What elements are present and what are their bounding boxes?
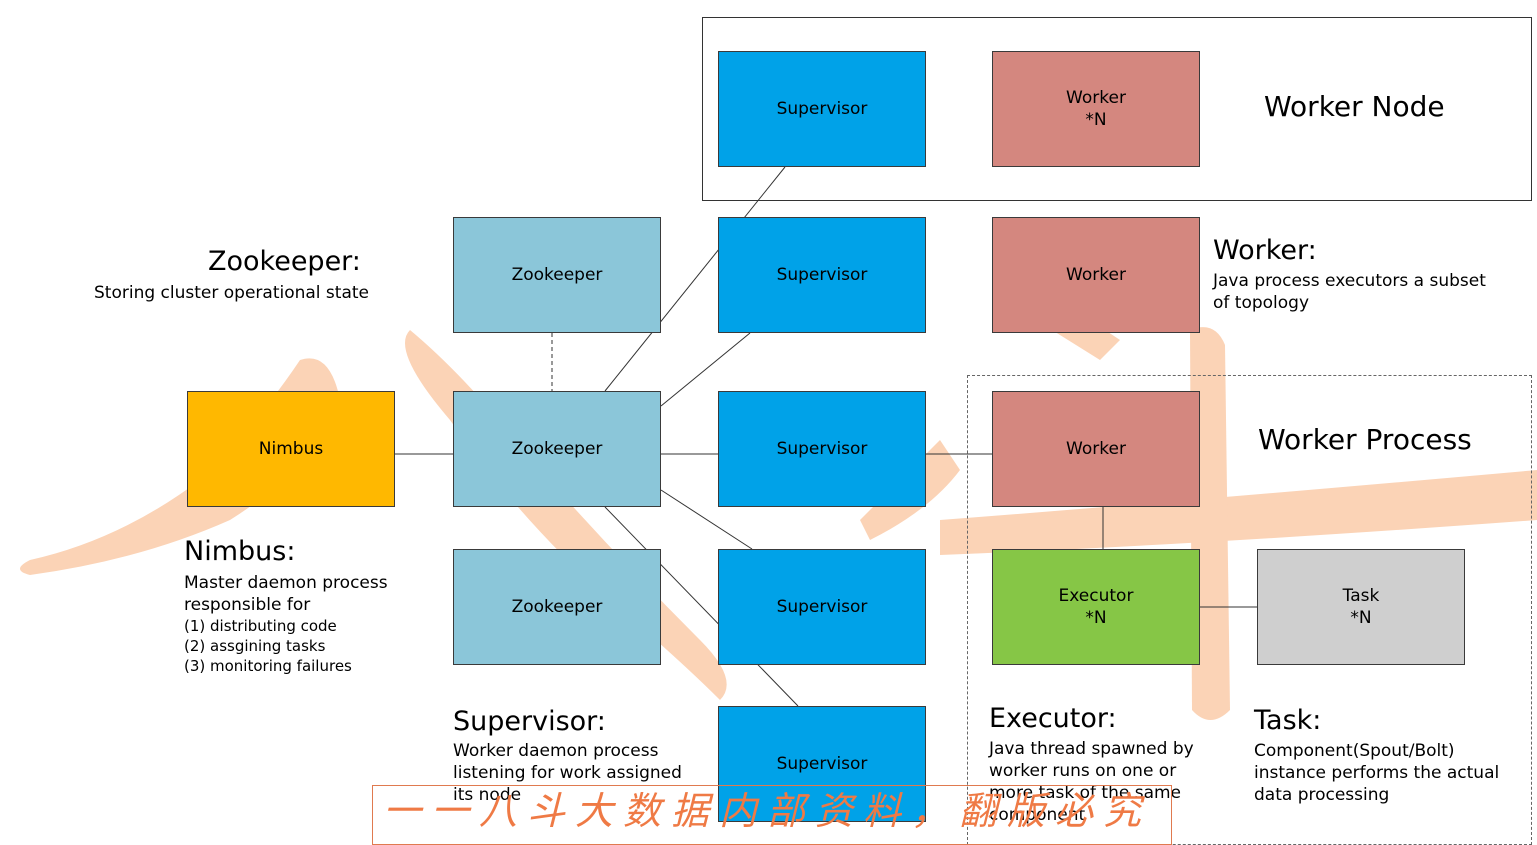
executor-note-desc: Java thread spawned by worker runs on on…: [989, 739, 1194, 825]
zookeeper-box-3: Zookeeper: [453, 549, 661, 665]
executor-box: Executor *N: [992, 549, 1200, 665]
line-zk-supervisor-2: [660, 332, 751, 407]
worker-node-title: Worker Node: [1264, 90, 1445, 123]
worker-n-box: Worker *N: [992, 51, 1200, 167]
supervisor-box-2: Supervisor: [718, 217, 926, 333]
worker-process-title: Worker Process: [1258, 423, 1472, 456]
zookeeper-box-1: Zookeeper: [453, 217, 661, 333]
line-zk-supervisor-4: [660, 489, 753, 550]
supervisor-note-desc: Worker daemon process listening for work…: [453, 741, 682, 805]
worker-note-desc: Java process executors a subset of topol…: [1213, 271, 1486, 313]
worker-node-frame: [702, 17, 1532, 201]
supervisor-box-4: Supervisor: [718, 549, 926, 665]
worker-process-box: Worker: [992, 391, 1200, 507]
executor-note-title: Executor:: [989, 703, 1117, 734]
line-zk-supervisor-1: [604, 166, 786, 392]
task-note-title: Task:: [1254, 705, 1322, 736]
zookeeper-note-title: Zookeeper:: [208, 246, 361, 277]
task-note-desc: Component(Spout/Bolt) instance performs …: [1254, 741, 1500, 805]
watermark-banner: 一一八斗大数据内部资料，翻版必究: [372, 785, 1172, 845]
supervisor-box-5: Supervisor: [718, 706, 926, 822]
nimbus-note-desc: Master daemon process responsible for: [184, 573, 388, 615]
nimbus-box: Nimbus: [187, 391, 395, 507]
supervisor-box-3: Supervisor: [718, 391, 926, 507]
zookeeper-note-desc: Storing cluster operational state: [94, 283, 369, 303]
line-zk-supervisor-5: [604, 506, 799, 707]
worker-box: Worker: [992, 217, 1200, 333]
supervisor-box-1: Supervisor: [718, 51, 926, 167]
worker-note-title: Worker:: [1213, 235, 1317, 266]
zookeeper-box-2: Zookeeper: [453, 391, 661, 507]
nimbus-note-items: (1) distributing code (2) assgining task…: [184, 617, 352, 675]
supervisor-note-title: Supervisor:: [453, 706, 606, 737]
nimbus-note-title: Nimbus:: [184, 536, 296, 567]
task-box: Task *N: [1257, 549, 1465, 665]
